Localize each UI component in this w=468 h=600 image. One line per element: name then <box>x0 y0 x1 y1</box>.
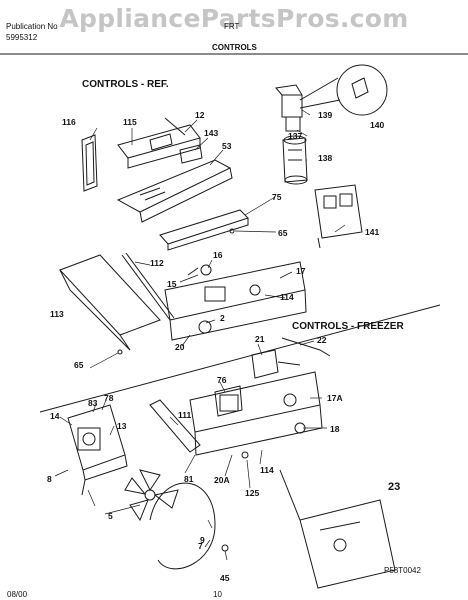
part-callout-20: 20 <box>175 342 185 352</box>
part-callout-138: 138 <box>318 153 333 163</box>
part-17 <box>164 261 307 341</box>
section-divider <box>39 304 441 413</box>
part-76 <box>214 385 243 417</box>
part-callout-12: 12 <box>195 110 205 120</box>
part-callout-125: 125 <box>245 488 260 498</box>
part-143 <box>179 144 203 164</box>
part-140-inset <box>299 64 388 116</box>
part-callout-9: 9 <box>200 535 205 545</box>
screw-125 <box>241 451 249 459</box>
part-callout-81: 81 <box>184 474 194 484</box>
part-callout-13: 13 <box>117 421 127 431</box>
part-callout-112: 112 <box>150 258 164 268</box>
part-111 <box>149 399 201 453</box>
part-75 <box>159 209 249 251</box>
part-callout-65: 65 <box>74 360 84 370</box>
part-callout-14: 14 <box>50 411 60 421</box>
part-callout-7: 7 <box>198 541 203 551</box>
part-21 <box>251 349 301 379</box>
part-callout-115: 115 <box>123 117 137 127</box>
part-23 <box>279 469 396 589</box>
part-9 <box>149 482 216 570</box>
part-callout-143: 143 <box>204 128 219 138</box>
part-22 <box>281 337 331 357</box>
section-label-ref: CONTROLS - REF. <box>82 79 169 90</box>
part-callout-5: 5 <box>108 511 113 521</box>
model-code: FRT <box>224 22 240 31</box>
part-callout-76: 76 <box>217 375 227 385</box>
document-code: 5995312 <box>6 33 38 42</box>
part-callout-23: 23 <box>388 481 401 493</box>
part-callout-116: 116 <box>62 117 76 127</box>
part-callout-45: 45 <box>220 573 230 583</box>
part-callout-141: 141 <box>365 227 380 237</box>
part-callout-15: 15 <box>167 279 177 289</box>
screw-65 <box>229 228 235 234</box>
screw-45 <box>221 544 229 552</box>
part-5-fan-blade <box>124 469 179 522</box>
part-callout-137: 137 <box>288 131 303 141</box>
part-115-12 <box>117 117 201 169</box>
part-53 <box>116 159 233 223</box>
part-141 <box>314 184 363 249</box>
part-callout-83: 83 <box>88 398 98 408</box>
part-callout-17A: 17A <box>327 393 343 403</box>
section-title: CONTROLS <box>212 43 257 52</box>
part-callout-16: 16 <box>213 250 223 260</box>
part-14-13 <box>67 404 128 496</box>
part-callout-18: 18 <box>330 424 340 434</box>
part-callout-21: 21 <box>255 334 265 344</box>
part-139-138-stack <box>275 84 308 185</box>
part-callout-114: 114 <box>260 465 274 475</box>
part-callout-65: 65 <box>278 228 288 238</box>
figure-code: P58T0042 <box>384 566 421 575</box>
part-112-113 <box>59 252 175 351</box>
part-callout-8: 8 <box>47 474 52 484</box>
part-116 <box>81 134 98 192</box>
screw-65b <box>117 349 123 355</box>
part-callout-75: 75 <box>272 192 282 202</box>
footer-page: 10 <box>213 590 222 599</box>
section-label-freezer: CONTROLS - FREEZER <box>292 321 404 332</box>
part-callout-78: 78 <box>104 393 114 403</box>
part-callout-2: 2 <box>220 313 225 323</box>
publication-number: Publication No <box>6 22 58 31</box>
part-callout-53: 53 <box>222 141 232 151</box>
watermark: AppliancePartsPros.com <box>59 4 409 33</box>
part-17A <box>189 371 323 456</box>
part-callout-22: 22 <box>317 335 327 345</box>
part-callout-139: 139 <box>318 110 333 120</box>
part-callout-114: 114 <box>280 292 294 302</box>
part-callout-20A: 20A <box>214 475 230 485</box>
part-callout-17: 17 <box>296 266 306 276</box>
part-callout-113: 113 <box>50 309 64 319</box>
footer-date: 08/00 <box>7 590 28 599</box>
part-callout-111: 111 <box>178 410 192 420</box>
part-callout-140: 140 <box>370 120 385 130</box>
